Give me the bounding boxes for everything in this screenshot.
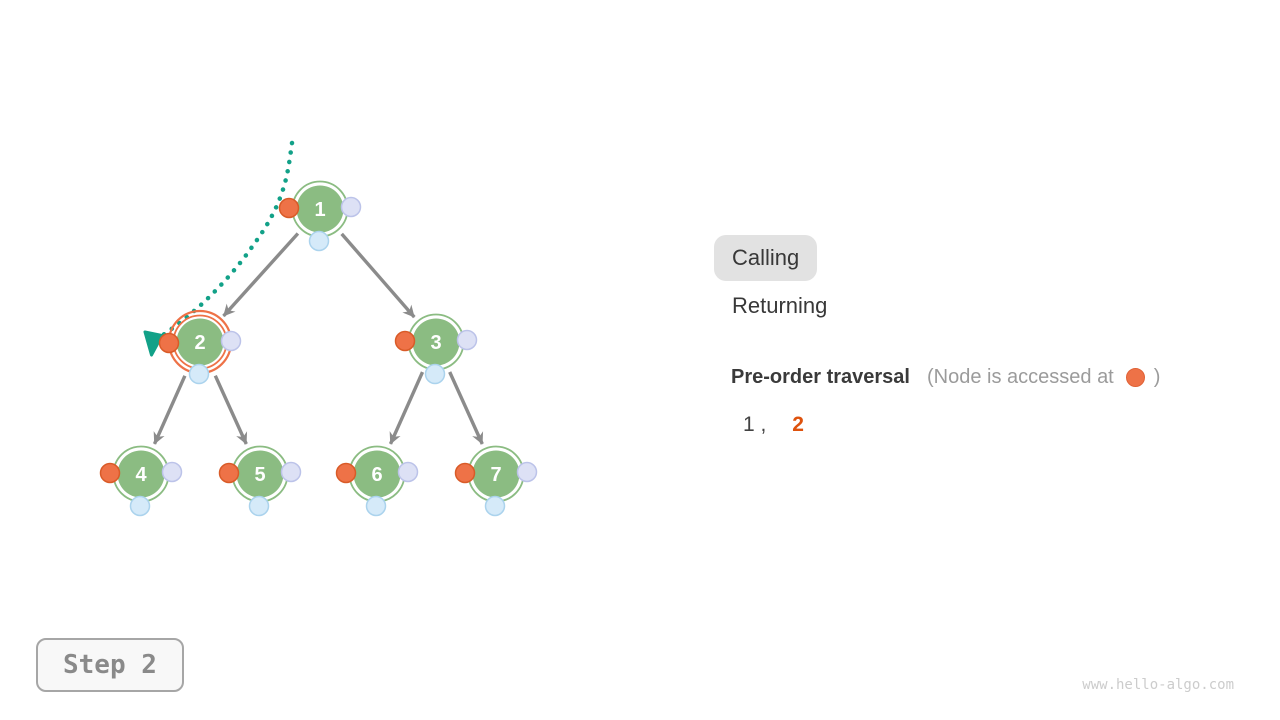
- watermark: www.hello-algo.com: [1082, 677, 1234, 693]
- node-label: 1: [314, 199, 325, 221]
- edge-1-3: [340, 232, 416, 319]
- node-fill: [353, 450, 401, 498]
- tree-node-5: 5: [218, 445, 302, 517]
- returning-state-label: Returning: [732, 293, 828, 318]
- traversal-note: (Node is accessed at ): [927, 366, 1160, 389]
- access-dot-left-icon: [99, 462, 121, 484]
- access-dot-bottom-icon: [129, 495, 151, 517]
- node-fill: [236, 450, 284, 498]
- edge-1-2: [222, 232, 300, 318]
- node-label: 5: [254, 464, 265, 486]
- sequence-visited: 1 ,: [743, 413, 767, 436]
- tree-edges: [152, 232, 484, 445]
- tree-diagram: 1 2 3 4: [99, 140, 538, 517]
- node-fill: [412, 318, 460, 366]
- tree-node-3: 3: [394, 313, 478, 385]
- node-label: 7: [490, 464, 501, 486]
- traversal-note-suffix: ): [1153, 366, 1161, 388]
- sequence-current: 2: [792, 413, 804, 436]
- edge-2-4: [152, 375, 187, 445]
- access-dot-right-icon: [161, 461, 183, 483]
- access-dot-right-icon: [220, 330, 242, 352]
- access-dot-legend-icon: [1125, 368, 1145, 387]
- access-dot-bottom-icon: [308, 230, 330, 252]
- traversal-sequence: 1 , 2: [743, 413, 804, 437]
- access-dot-bottom-icon: [424, 363, 446, 385]
- access-dot-left-icon: [394, 330, 416, 352]
- access-dot-right-icon: [340, 196, 362, 218]
- edge-3-7: [448, 371, 484, 445]
- node-fill: [296, 185, 344, 233]
- tree-node-6: 6: [335, 445, 419, 517]
- traversal-title: Pre-order traversal: [731, 366, 910, 388]
- tree-node-4: 4: [99, 445, 183, 517]
- edge-2-5: [213, 374, 248, 445]
- access-dot-bottom-icon: [365, 495, 387, 517]
- access-dot-right-icon: [280, 461, 302, 483]
- access-dot-left-icon: [218, 462, 240, 484]
- tree-node-2-current: 2: [158, 309, 242, 385]
- tree-node-1: 1: [278, 180, 362, 252]
- access-dot-bottom-icon: [188, 363, 210, 385]
- access-dot-right-icon: [516, 461, 538, 483]
- node-label: 3: [430, 332, 441, 354]
- traversal-pointer-trail: [160, 140, 295, 338]
- edge-3-6: [388, 371, 425, 445]
- access-dot-left-icon: [335, 462, 357, 484]
- node-fill: [117, 450, 165, 498]
- access-dot-bottom-icon: [484, 495, 506, 517]
- traversal-pointer-arrow-icon: [143, 330, 164, 357]
- traversal-heading-line: Pre-order traversal (Node is accessed at…: [731, 366, 1160, 389]
- access-dot-left-icon: [278, 197, 300, 219]
- step-badge: Step 2: [36, 638, 184, 692]
- node-label: 6: [371, 464, 382, 486]
- access-dot-left-icon: [454, 462, 476, 484]
- node-label: 2: [194, 332, 205, 354]
- node-fill: [176, 318, 224, 366]
- access-dot-right-icon: [456, 329, 478, 351]
- tree-node-7: 7: [454, 445, 538, 517]
- node-fill: [472, 450, 520, 498]
- access-dot-bottom-icon: [248, 495, 270, 517]
- node-label: 4: [135, 464, 147, 486]
- traversal-note-prefix: (Node is accessed at: [926, 366, 1114, 388]
- access-dot-left-icon: [158, 332, 180, 354]
- calling-state-badge: Calling: [714, 235, 818, 281]
- access-dot-right-icon: [397, 461, 419, 483]
- step-label: Step 2: [63, 650, 157, 680]
